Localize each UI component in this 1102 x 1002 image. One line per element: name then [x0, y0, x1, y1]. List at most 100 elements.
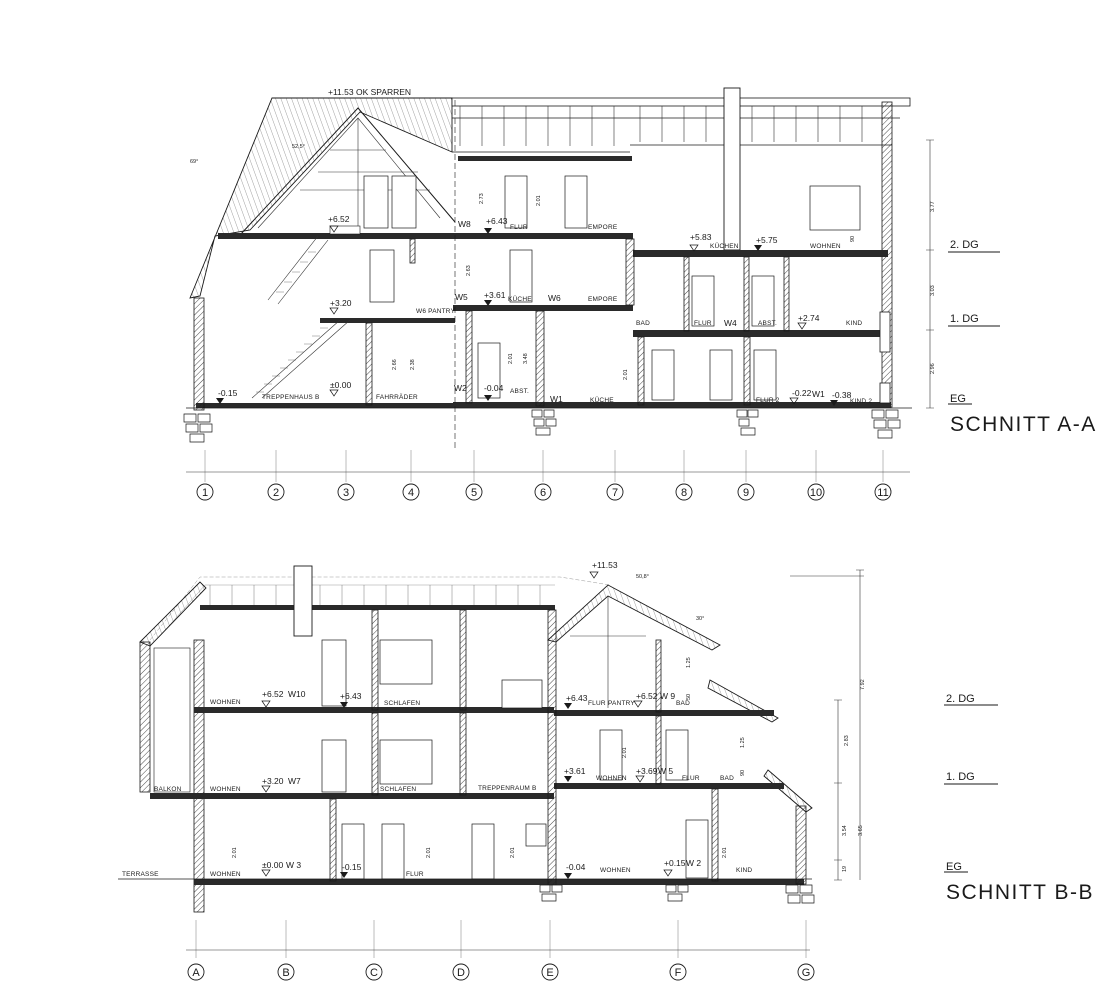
dimension-label: 3.65 — [858, 825, 864, 836]
elevation-label: +5.83 — [690, 232, 712, 242]
dimension-label: 2.38 — [410, 359, 416, 370]
elevation-label: -0.22 — [792, 388, 812, 398]
roof-angle-b2: 30° — [696, 616, 704, 622]
room-label: TERRASSE — [122, 871, 159, 878]
dimension-label: 2.73 — [479, 193, 485, 204]
grid-axis-label: C — [370, 967, 378, 979]
grid-axis-label: 1 — [202, 487, 208, 499]
room-label: ABST. — [758, 320, 777, 327]
dimension-label: 2.96 — [930, 363, 936, 374]
roof-angle-b1: 50,8° — [636, 574, 649, 580]
section-b-labels: +11.53 50,8° 30° +6.52 +6.43 +6.43 +6.52… — [122, 560, 1092, 979]
dimension-label: 7.92 — [860, 679, 866, 690]
floor-label-b-eg: EG — [946, 861, 962, 873]
floor-label-a-2dg: 2. DG — [950, 239, 979, 251]
room-label: SCHLAFEN — [380, 786, 416, 793]
dimension-label: 2.01 — [508, 353, 514, 364]
grid-axis-label: E — [546, 967, 553, 979]
dimension-label: 3.54 — [842, 825, 848, 836]
wall-label: W10 — [288, 689, 306, 699]
room-label: FLUR — [694, 320, 712, 327]
elevation-label: +0.15 — [664, 858, 686, 868]
grid-axis-label: A — [192, 967, 200, 979]
dimension-label: 2.01 — [722, 847, 728, 858]
room-label: KIND 2 — [850, 398, 872, 405]
dimension-label: 2.66 — [392, 359, 398, 370]
grid-axis-label: 7 — [612, 487, 618, 499]
elevation-label: -0.15 — [342, 862, 362, 872]
section-b-foundations — [539, 884, 815, 904]
section-a-staircase — [251, 225, 361, 399]
floor-label-b-2dg: 2. DG — [946, 693, 975, 705]
elevation-label: +3.61 — [564, 766, 586, 776]
elevation-label: -0.04 — [484, 383, 504, 393]
wall-label: W 5 — [658, 766, 673, 776]
room-label: WOHNEN — [210, 871, 241, 878]
dimension-label: 2.01 — [426, 847, 432, 858]
floor-label-b-1dg: 1. DG — [946, 771, 975, 783]
section-a-slab-2dg-left — [218, 233, 453, 239]
elevation-label: +3.61 — [484, 290, 506, 300]
section-a-foundations — [183, 409, 901, 443]
grid-axis-label: F — [675, 967, 682, 979]
elevation-label: +5.75 — [756, 235, 778, 245]
wall-label: W6 — [548, 293, 561, 303]
elevation-label: -0.15 — [218, 388, 238, 398]
roof-angle-a2: 69° — [190, 159, 198, 165]
room-label: KÜCHE — [590, 396, 614, 404]
room-label: TREPPENRAUM B — [478, 785, 537, 792]
room-label: BALKON — [154, 786, 182, 793]
elevation-label: +6.52 — [262, 689, 284, 699]
dimension-label: 2.01 — [536, 195, 542, 206]
room-label: FLUR 2 — [756, 397, 780, 404]
roof-peak-label-a: +11.53 OK SPARREN — [328, 87, 411, 97]
dimension-label: 19 — [842, 866, 848, 872]
room-label: FLUR — [588, 700, 606, 707]
grid-axis-label: 6 — [540, 487, 546, 499]
dimension-label: 2.83 — [844, 735, 850, 746]
room-label: KÜCHEN — [710, 242, 739, 250]
dimension-label: 50 — [686, 694, 692, 700]
elevation-label: +3.20 — [262, 776, 284, 786]
elevation-label: +6.52 — [328, 214, 350, 224]
section-a-drawing — [183, 87, 1000, 501]
dimension-label: 3.48 — [523, 353, 529, 364]
room-label: SCHLAFEN — [384, 700, 420, 707]
room-label: W6 PANTRY — [416, 308, 456, 315]
wall-label: W7 — [288, 776, 301, 786]
room-label: KIND — [846, 320, 862, 327]
dimension-label: 90 — [850, 236, 856, 242]
section-a-labels: +11.53 OK SPARREN 52,5° 69° +6.52 +6.43 … — [190, 87, 1097, 499]
grid-axis-label: 2 — [273, 487, 279, 499]
elevation-label: +3.69 — [636, 766, 658, 776]
dimension-label: 2.63 — [466, 265, 472, 276]
dimension-label: 90 — [740, 770, 746, 776]
room-label: ABST. — [510, 388, 529, 395]
dimension-label: 1.25 — [686, 657, 692, 668]
room-label: BAD — [676, 700, 690, 707]
wall-label: W 3 — [286, 860, 301, 870]
grid-axis-label: 10 — [810, 487, 822, 499]
elevation-label: +2.74 — [798, 313, 820, 323]
room-label: FAHRRÄDER — [376, 393, 418, 401]
section-b-rafters — [209, 585, 541, 607]
room-label: FLUR — [510, 224, 528, 231]
wall-label: W5 — [455, 292, 468, 302]
grid-axis-label: 4 — [408, 487, 414, 499]
dimension-label: 2.01 — [232, 847, 238, 858]
dimension-label: 2.01 — [623, 369, 629, 380]
grid-axis-label: B — [282, 967, 289, 979]
dimension-label: 3.03 — [930, 285, 936, 296]
grid-axis-label: 8 — [681, 487, 687, 499]
grid-axis-label: G — [802, 967, 811, 979]
dimension-label: 1.25 — [740, 737, 746, 748]
elevation-label: ±0.00 — [330, 380, 351, 390]
roof-peak-label-b: +11.53 — [592, 560, 618, 570]
room-label: FLUR — [406, 871, 424, 878]
room-label: FLUR — [682, 775, 700, 782]
room-label: KIND — [736, 867, 752, 874]
section-a-rafters — [458, 106, 863, 161]
section-a-title: SCHNITT A-A — [950, 413, 1097, 436]
room-label: PANTRY — [608, 700, 635, 707]
floor-label-a-eg: EG — [950, 393, 966, 405]
